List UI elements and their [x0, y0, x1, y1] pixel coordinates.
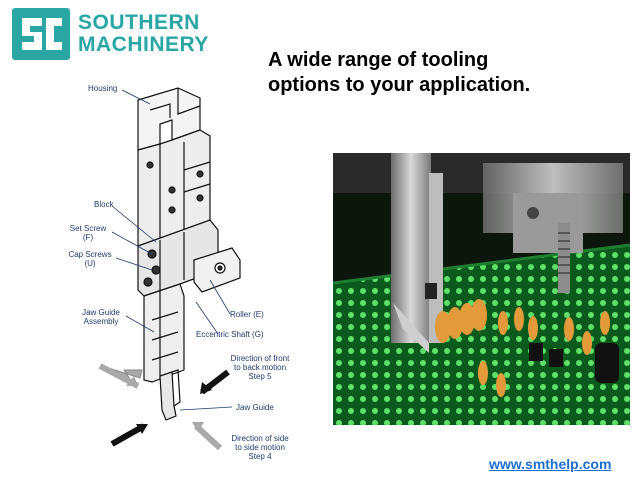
headline-line-1: A wide range of tooling — [268, 49, 489, 71]
label-side-side-3: Step 4 — [248, 452, 272, 461]
label-front-back-1: Direction of front — [230, 354, 290, 363]
label-eccentric-shaft: Eccentric Shaft (G) — [196, 330, 264, 339]
label-side-side-motion: Direction of side to side motion Step 4 — [230, 434, 290, 461]
label-side-side-2: to side motion — [235, 443, 285, 452]
motion-arrows — [98, 363, 230, 451]
label-jaw-guide: Jaw Guide — [236, 403, 274, 412]
label-set-screw-code: (F) — [82, 233, 94, 242]
headline-line-2: options to your application. — [268, 74, 531, 96]
jaw-tooling-diagram: Housing Block Set Screw (F) Cap Screws (… — [60, 70, 290, 480]
label-set-screw: Set Screw (F) — [64, 224, 112, 242]
website-link[interactable]: www.smthelp.com — [489, 456, 612, 472]
label-cap-screws: Cap Screws (U) — [64, 250, 116, 268]
brand-line-2: MACHINERY — [78, 33, 209, 56]
label-side-side-1: Direction of side — [231, 434, 289, 443]
headline: A wide range of tooling options to your … — [268, 48, 628, 98]
label-front-back-2: to back motion — [233, 363, 287, 372]
label-jaw-guide-assembly: Jaw Guide Assembly — [74, 308, 128, 326]
label-front-back-motion: Direction of front to back motion Step 5 — [230, 354, 290, 381]
company-logo: SOUTHERN MACHINERY — [12, 8, 212, 60]
logo-mark-icon — [12, 8, 70, 60]
label-roller: Roller (E) — [230, 310, 264, 319]
label-housing: Housing — [88, 84, 118, 93]
insertion-head-photo — [333, 153, 630, 425]
brand-line-1: SOUTHERN — [78, 11, 200, 34]
label-jaw-guide-assembly-2: Assembly — [83, 317, 119, 326]
photo-drawing — [333, 153, 630, 425]
label-block: Block — [94, 200, 114, 209]
label-front-back-3: Step 5 — [248, 372, 272, 381]
label-jaw-guide-assembly-1: Jaw Guide — [82, 308, 120, 317]
diagram-drawing — [98, 87, 241, 451]
label-cap-screws-name: Cap Screws — [68, 250, 112, 259]
brand-name: SOUTHERN MACHINERY — [78, 12, 209, 56]
label-cap-screws-code: (U) — [84, 259, 96, 268]
label-set-screw-name: Set Screw — [69, 224, 107, 233]
